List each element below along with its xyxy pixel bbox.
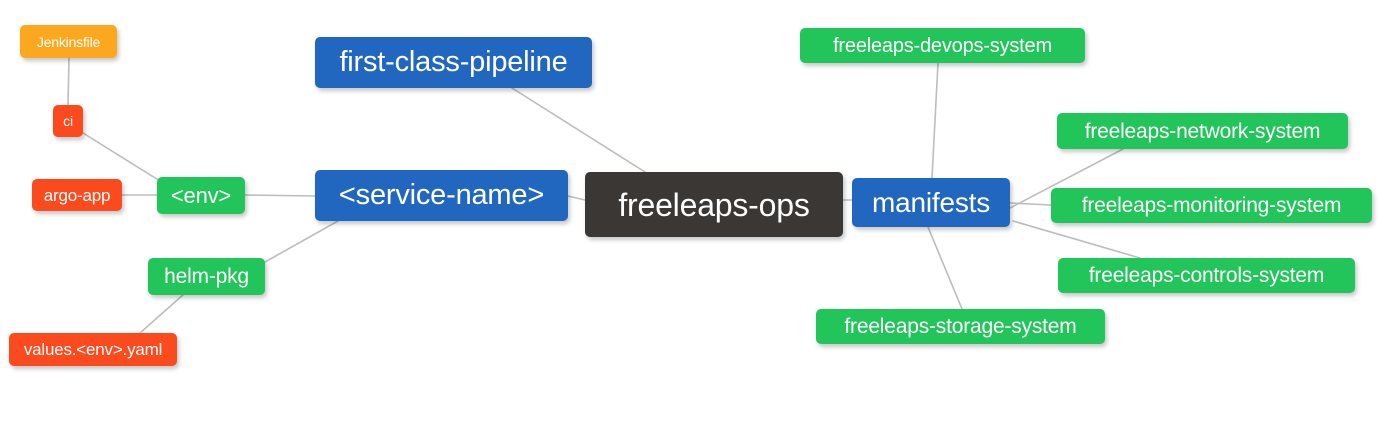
node-first-class-pipeline[interactable]: first-class-pipeline xyxy=(315,37,592,88)
edge-service-name-to-freeleaps-ops xyxy=(567,195,586,201)
node-argo-app[interactable]: argo-app xyxy=(32,179,122,211)
edge-manifests-to-freeleaps-monitoring-system xyxy=(1009,202,1052,206)
node-freeleaps-network-system[interactable]: freeleaps-network-system xyxy=(1057,113,1348,149)
edge-manifests-to-freeleaps-controls-system xyxy=(1012,220,1141,259)
node-service-name[interactable]: <service-name> xyxy=(315,170,568,221)
node-freeleaps-controls-system[interactable]: freeleaps-controls-system xyxy=(1058,258,1355,293)
edge-env-to-service-name xyxy=(244,194,316,197)
edge-jenkinsfile-to-ci xyxy=(67,57,70,106)
node-helm-pkg[interactable]: helm-pkg xyxy=(148,258,265,295)
node-freeleaps-storage-system[interactable]: freeleaps-storage-system xyxy=(816,309,1105,344)
node-env[interactable]: <env> xyxy=(157,177,245,214)
edge-service-name-to-helm-pkg xyxy=(264,220,339,263)
edge-ci-to-env xyxy=(82,132,161,182)
edge-manifests-to-freeleaps-storage-system xyxy=(927,226,963,310)
node-freeleaps-monitoring-system[interactable]: freeleaps-monitoring-system xyxy=(1051,188,1372,223)
edge-first-class-pipeline-to-freeleaps-ops xyxy=(511,87,646,173)
node-values-yaml[interactable]: values.<env>.yaml xyxy=(9,333,177,366)
node-freeleaps-ops[interactable]: freeleaps-ops xyxy=(585,172,843,237)
node-ci[interactable]: ci xyxy=(53,105,83,137)
node-freeleaps-devops-system[interactable]: freeleaps-devops-system xyxy=(800,28,1085,63)
node-jenkinsfile[interactable]: Jenkinsfile xyxy=(20,25,117,58)
edge-manifests-to-freeleaps-devops-system xyxy=(931,62,939,179)
node-manifests[interactable]: manifests xyxy=(852,178,1010,227)
edge-helm-pkg-to-values-yaml xyxy=(139,293,185,334)
